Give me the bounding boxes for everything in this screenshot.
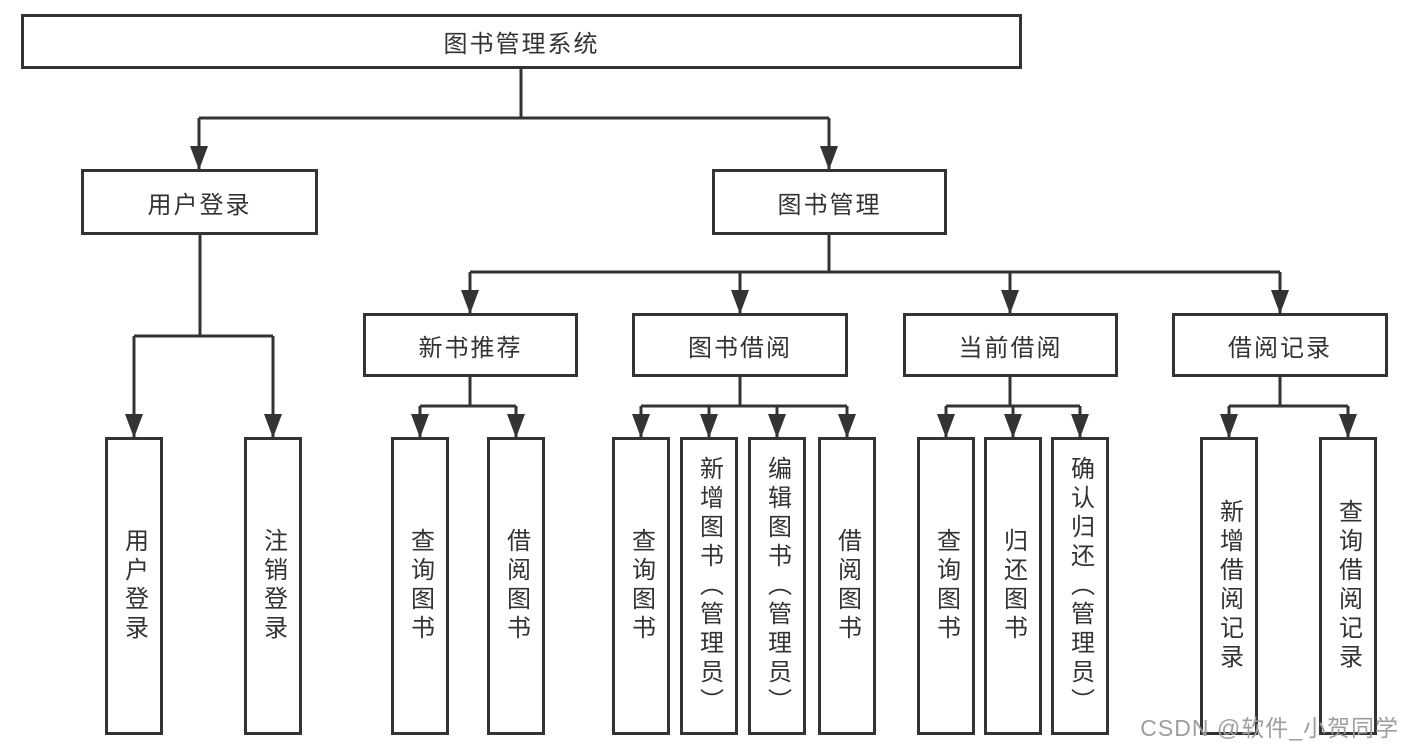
csdn-watermark: CSDN @软件_小贺同学 [1140,715,1399,741]
connector-path [132,69,1350,437]
node-book-management: 图书管理 [712,169,947,235]
node-leaf-borrow-books-recommend: 借阅图书 [487,437,545,735]
node-borrowing-records: 借阅记录 [1172,313,1388,377]
node-leaf-query-books-recommend: 查询图书 [391,437,449,735]
node-leaf-return-books: 归还图书 [984,437,1042,735]
node-new-book-recommend: 新书推荐 [363,313,578,377]
node-leaf-add-borrow-record: 新增借阅记录 [1200,437,1258,735]
node-leaf-query-books-borrowing: 查询图书 [612,437,670,735]
node-leaf-query-books-current: 查询图书 [917,437,975,735]
node-leaf-add-book-admin: 新增图书（管理员） [680,437,738,735]
node-user-login: 用户登录 [81,169,318,235]
arrowheads [125,146,1357,438]
node-leaf-query-borrow-record: 查询借阅记录 [1319,437,1377,735]
node-book-borrowing: 图书借阅 [632,313,848,377]
node-leaf-user-login: 用户登录 [105,437,163,735]
node-library-system: 图书管理系统 [21,14,1022,69]
node-leaf-borrow-books-borrowing: 借阅图书 [818,437,876,735]
node-current-borrowing: 当前借阅 [903,313,1118,377]
node-leaf-confirm-return-admin: 确认归还（管理员） [1051,437,1109,735]
node-leaf-logout: 注销登录 [244,437,302,735]
node-leaf-edit-book-admin: 编辑图书（管理员） [748,437,806,735]
